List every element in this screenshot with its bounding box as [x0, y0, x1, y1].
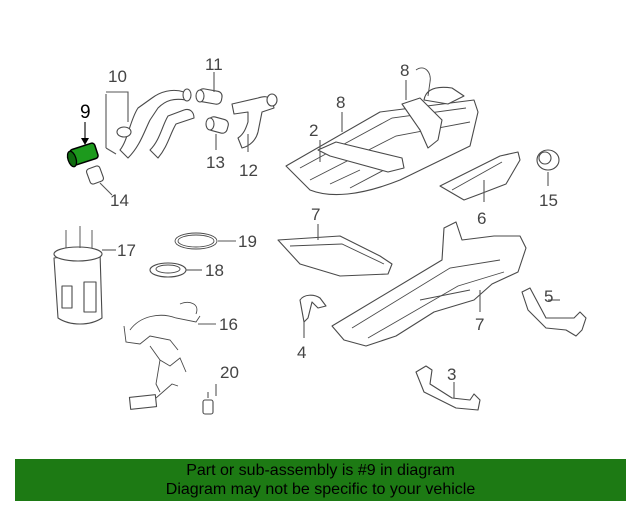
callout-9: 9: [80, 102, 91, 123]
part-11-hose: [195, 72, 223, 105]
part-12-hose: [231, 93, 278, 152]
callout-6: 7: [311, 205, 320, 224]
part-6-shield: [277, 224, 393, 277]
part-20-filter: [202, 384, 217, 415]
footer-line-1: Part or sub-assembly is #9 in diagram: [186, 462, 455, 479]
part-7-skid-plate: [331, 221, 527, 347]
callout-3: 4: [297, 343, 306, 362]
callout-14: 14: [110, 191, 129, 210]
callout-20: 20: [220, 363, 239, 382]
callout-8a: 8: [336, 93, 345, 112]
callout-1: 2: [309, 121, 318, 140]
callout-17: 17: [117, 241, 136, 260]
parts-diagram: 9 14 10 11 13 12: [53, 55, 587, 415]
part-9-highlighted[interactable]: [66, 122, 99, 168]
callout-11: 11: [205, 55, 223, 74]
callout-18: 18: [205, 261, 224, 280]
part-5-shield: [439, 151, 521, 202]
callout-12: 12: [239, 161, 258, 180]
part-16-sending-unit: [123, 302, 216, 410]
part-10-filler-hoses: [105, 88, 195, 159]
part-13-hose: [205, 116, 229, 150]
callout-19: 19: [238, 232, 257, 251]
part-18-lock-ring: [149, 262, 202, 278]
part-2-strap: [415, 365, 481, 411]
callout-13: 13: [206, 153, 225, 172]
part-3-sensor: [299, 294, 327, 338]
callout-4: 5: [544, 287, 553, 306]
callout-5: 6: [477, 209, 486, 228]
callout-10: 10: [108, 67, 127, 86]
part-4-bracket: [521, 287, 587, 337]
part-14-bushing: [85, 165, 113, 196]
info-footer: Part or sub-assembly is #9 in diagram Di…: [15, 459, 626, 501]
callout-7: 7: [475, 315, 484, 334]
callout-8b: 8: [400, 61, 409, 80]
callout-15: 15: [539, 191, 558, 210]
callout-2: 3: [447, 365, 456, 384]
footer-line-2: Diagram may not be specific to your vehi…: [165, 481, 476, 498]
part-17-fuel-pump-module: [53, 226, 116, 325]
part-8-tank-straps: [317, 80, 443, 173]
callout-16: 16: [219, 315, 238, 334]
part-19-seal: [174, 232, 236, 250]
part-15-cap: [536, 149, 560, 186]
